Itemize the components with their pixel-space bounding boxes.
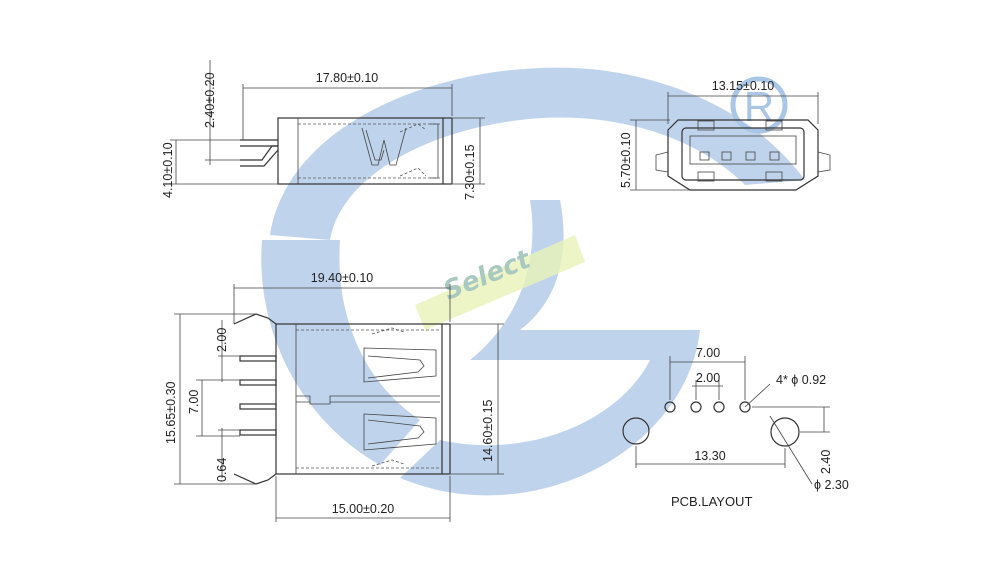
top-width-dimension: 15.65±0.30 [164, 381, 178, 444]
pin-hole-2 [690, 401, 702, 413]
mount-hole-left [622, 417, 650, 445]
watermark-swoosh-bottom [400, 200, 700, 496]
watermark-swoosh-left [261, 240, 420, 465]
watermark-swoosh-top [270, 67, 805, 240]
pin-hole-4 [739, 401, 751, 413]
pcb-layout-title: PCB.LAYOUT [671, 494, 752, 509]
pcb-layout: 7.00 2.00 4* ϕ 0.92 13.30 2.40 ϕ 2.30 PC… [622, 346, 849, 509]
registered-mark-letter: R [744, 83, 774, 130]
registered-mark-circle [730, 76, 788, 134]
side-length-dimension: 17.80±0.10 [316, 71, 379, 85]
pin-hole-1 [664, 401, 676, 413]
top-pitch-large-dimension: 7.00 [187, 390, 201, 414]
mount-hole-right [770, 417, 800, 447]
pcb-spacing-inner-dimension: 2.00 [696, 371, 720, 385]
top-body-width-dimension: 14.60±0.15 [481, 399, 495, 462]
front-height-dimension: 5.70±0.10 [619, 132, 633, 188]
top-view: 19.40±0.10 15.65±0.30 7.00 2.00 0.64 14.… [164, 271, 504, 522]
top-base-length-dimension: 15.00±0.20 [332, 502, 395, 516]
side-body-height-dimension: 7.30±0.15 [463, 144, 477, 200]
pcb-large-hole-dimension: ϕ 2.30 [814, 478, 849, 492]
front-view: 13.15±0.10 5.70±0.10 [619, 79, 831, 191]
side-view: 17.80±0.10 2.40±0.20 4.10±0.10 7.30±0.15 [161, 60, 485, 200]
pcb-small-hole-dimension: 4* ϕ 0.92 [776, 373, 826, 387]
side-pin-offset-dimension: 2.40±0.20 [203, 72, 217, 128]
top-pitch-small-dimension: 2.00 [215, 328, 229, 352]
watermark-band [415, 235, 585, 330]
top-pin-width-dimension: 0.64 [215, 458, 229, 482]
pin-hole-3 [713, 401, 725, 413]
top-length-dimension: 19.40±0.10 [311, 271, 374, 285]
watermark: Select R [261, 67, 805, 496]
pcb-spacing-outer-dimension: 7.00 [696, 346, 720, 360]
pcb-hole-spacing-dimension: 13.30 [694, 449, 725, 463]
side-pin-height-dimension: 4.10±0.10 [161, 142, 175, 198]
pcb-offset-dimension: 2.40 [819, 450, 833, 474]
front-width-dimension: 13.15±0.10 [712, 79, 775, 93]
